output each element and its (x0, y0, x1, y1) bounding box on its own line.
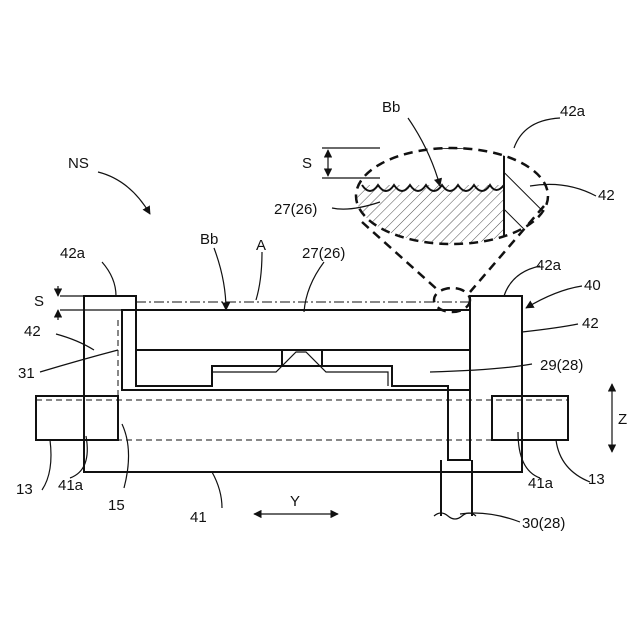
leader-31 (40, 350, 118, 372)
label-42-left: 42 (24, 323, 41, 340)
label-42a-left: 42a (60, 245, 86, 262)
detail-source-circle (434, 288, 470, 312)
label-41: 41 (190, 509, 207, 526)
leader-29 (430, 364, 532, 372)
label-42-right: 42 (582, 315, 599, 332)
leader-27-main (304, 262, 324, 312)
flange-13-right (492, 396, 568, 440)
leader-41 (212, 472, 222, 508)
leader-42a-right (504, 266, 540, 296)
leader-bb-main (214, 248, 226, 310)
label-27-main: 27(26) (302, 245, 345, 262)
label-29: 29(28) (540, 357, 583, 374)
leader-a (256, 252, 262, 300)
label-40: 40 (584, 277, 601, 294)
housing-40 (84, 296, 522, 472)
leader-13-right (556, 440, 590, 482)
label-s-top: S (302, 155, 312, 172)
label-axis-y: Y (290, 493, 300, 510)
leader-13-left (42, 440, 51, 490)
label-s-main: S (34, 293, 44, 310)
leader-42-right (522, 324, 578, 332)
label-axis-z: Z (618, 411, 627, 428)
label-15: 15 (108, 497, 125, 514)
leader-40 (526, 286, 582, 308)
seal-27-main (136, 310, 470, 350)
label-27-top: 27(26) (274, 201, 317, 218)
leader-42a-top (514, 118, 560, 148)
label-13-right: 13 (588, 471, 605, 488)
leader-42-left (56, 334, 94, 350)
label-41a-left: 41a (58, 477, 84, 494)
leader-15 (122, 424, 129, 488)
flange-13-left (36, 396, 118, 440)
leader-42a-left (102, 262, 116, 296)
label-ns: NS (68, 155, 89, 172)
label-bb-top: Bb (382, 99, 400, 116)
label-42-top: 42 (598, 187, 615, 204)
label-bb-main: Bb (200, 231, 218, 248)
label-30: 30(28) (522, 515, 565, 532)
label-41a-right: 41a (528, 475, 554, 492)
label-13-left: 13 (16, 481, 33, 498)
detail-seal-27 (356, 185, 504, 265)
leader-ns (98, 172, 150, 214)
label-a: A (256, 237, 266, 254)
label-42a-right: 42a (536, 257, 562, 274)
label-31: 31 (18, 365, 35, 382)
block-29 (136, 350, 470, 390)
leader-30 (460, 513, 520, 522)
label-42a-top: 42a (560, 103, 586, 120)
cavity (212, 352, 388, 386)
